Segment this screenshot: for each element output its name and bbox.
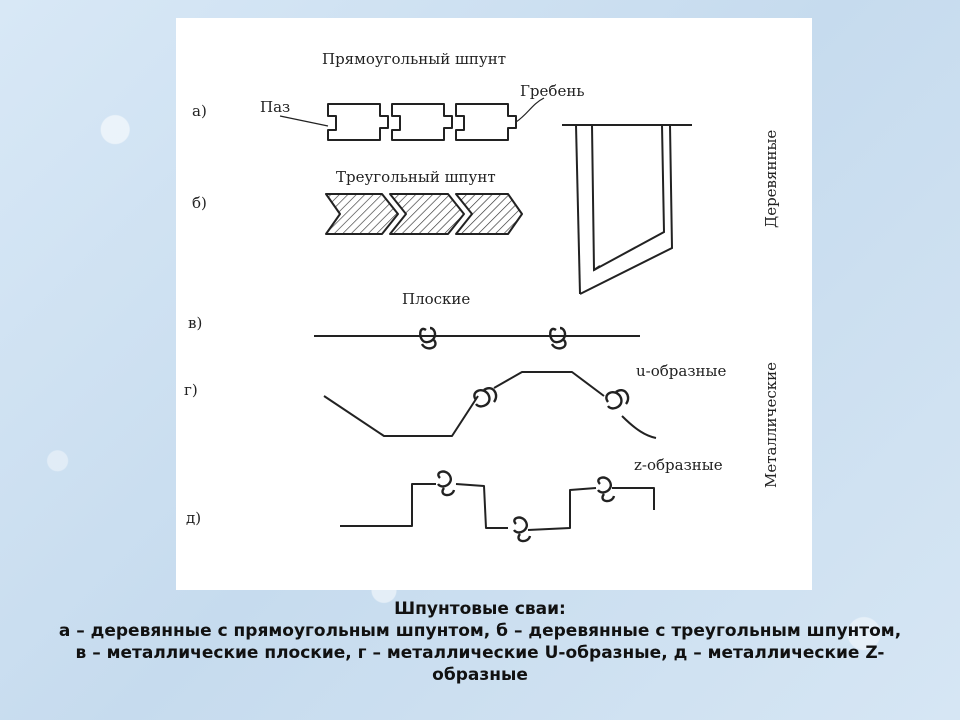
tri-pile-blocks	[325, 193, 523, 235]
row-label-g: г)	[184, 381, 198, 399]
caption-line-2: в – металлические плоские, г – металличе…	[75, 643, 885, 663]
rect-pile-block-1	[327, 103, 389, 141]
flat-lock-2	[549, 326, 567, 350]
u-lock-1	[473, 387, 498, 408]
wooden-pile-wall	[562, 124, 692, 295]
rect-pile-block-2	[391, 103, 453, 141]
u-pile-locks	[473, 387, 630, 410]
row-label-v: в)	[188, 314, 202, 332]
label-ridge: Гребень	[520, 82, 584, 100]
ridge-leader-line	[515, 97, 545, 123]
flat-lock-1	[419, 326, 437, 350]
caption-title: Шпунтовые сваи:	[394, 599, 566, 619]
groove-leader-line	[279, 115, 329, 127]
z-lock-2	[513, 516, 532, 543]
z-lock-3	[597, 476, 616, 503]
sheet-pile-figure: Прямоугольный шпунт а) Паз Гребень Дерев…	[176, 18, 812, 590]
row-label-b: б)	[192, 194, 207, 212]
row-label-d: д)	[186, 509, 201, 527]
title-u-pile: u-образные	[636, 362, 726, 380]
tri-pile-block-2	[389, 193, 465, 235]
z-pile-locks	[437, 470, 616, 543]
title-z-pile: z-образные	[634, 456, 723, 474]
tri-pile-block-1	[325, 193, 399, 235]
z-lock-1	[437, 470, 456, 497]
title-tri-pile: Треугольный шпунт	[336, 168, 496, 186]
caption-line-3: образные	[432, 665, 528, 685]
title-rect-pile: Прямоугольный шпунт	[322, 50, 506, 68]
group-label-metal: Металлические	[762, 362, 780, 488]
figure-caption: Шпунтовые сваи: а – деревянные с прямоуг…	[0, 598, 960, 686]
u-lock-2	[605, 389, 630, 410]
group-label-wooden: Деревянные	[762, 130, 780, 228]
rect-pile-block-3	[455, 103, 517, 141]
flat-pile-locks	[419, 326, 567, 350]
u-pile-profile	[323, 371, 657, 439]
sheet-pile-diagram: Прямоугольный шпунт а) Паз Гребень Дерев…	[184, 50, 780, 543]
tri-pile-block-3	[455, 193, 523, 235]
title-flat-pile: Плоские	[402, 290, 470, 308]
label-groove: Паз	[260, 98, 290, 116]
rect-pile-blocks	[327, 103, 517, 141]
caption-line-1: а – деревянные с прямоугольным шпунтом, …	[58, 621, 902, 641]
z-pile-profile	[340, 483, 655, 531]
row-label-a: а)	[192, 102, 207, 120]
